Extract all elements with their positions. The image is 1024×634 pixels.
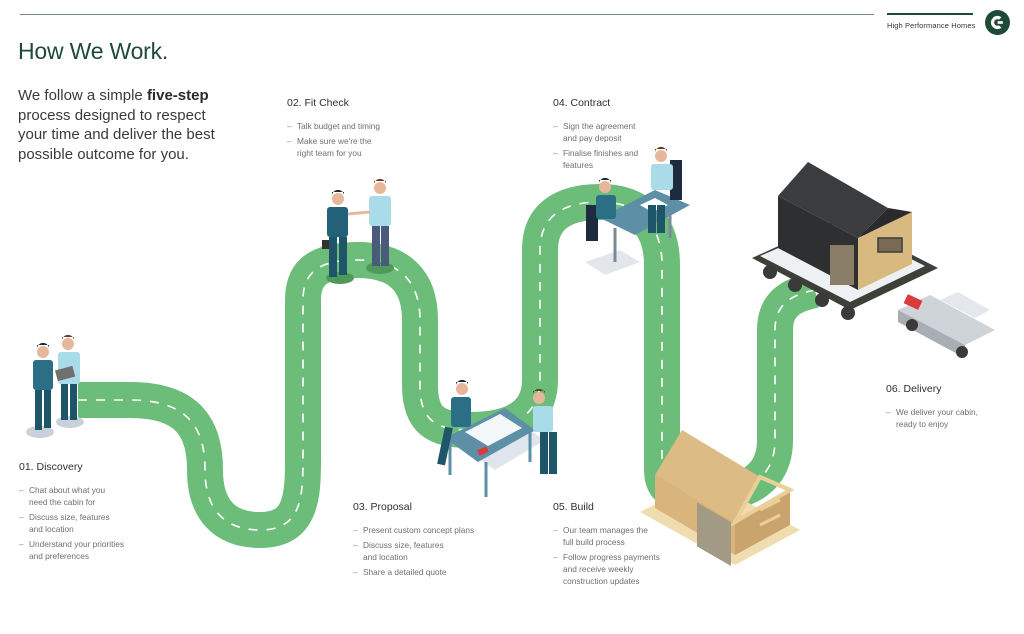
intro-pre: We follow a simple xyxy=(18,87,147,104)
step-bullet: We deliver your cabin, ready to enjoy xyxy=(886,406,988,430)
step-bullets: Present custom concept plans Discuss siz… xyxy=(353,524,503,578)
step-bullet: Chat about what you need the cabin for xyxy=(19,484,119,508)
step-title: 02. Fit Check xyxy=(287,97,349,109)
step-title: 05. Build xyxy=(553,501,594,513)
illustration-fit-check xyxy=(322,178,394,284)
step-title: 03. Proposal xyxy=(353,501,412,513)
header-divider xyxy=(20,14,874,15)
step-bullet: Discuss size, features and location xyxy=(353,539,453,563)
step-build: 05. Build Our team manages the full buil… xyxy=(553,501,673,590)
step-bullet: Understand your priorities and preferenc… xyxy=(19,538,139,562)
step-bullet: Discuss size, features and location xyxy=(19,511,119,535)
illustration-contract xyxy=(585,146,690,275)
step-bullet: Our team manages the full build process xyxy=(553,524,648,548)
step-bullet: Share a detailed quote xyxy=(353,566,503,578)
intro-post: process designed to respect your time an… xyxy=(18,106,215,163)
step-bullet: Talk budget and timing xyxy=(287,120,427,132)
step-bullet: Sign the agreement and pay deposit xyxy=(553,120,643,144)
c-logo-icon[interactable] xyxy=(985,10,1010,35)
step-bullet: Make sure we're the right team for you xyxy=(287,135,377,159)
step-bullet: Follow progress payments and receive wee… xyxy=(553,551,663,587)
step-fit-check: 02. Fit Check Talk budget and timing Mak… xyxy=(287,97,427,162)
illustration-delivery xyxy=(752,162,995,358)
step-bullets: Talk budget and timing Make sure we're t… xyxy=(287,120,427,159)
page-title: How We Work. xyxy=(18,38,169,64)
step-bullet: Finalise finishes and features xyxy=(553,147,643,171)
brand-name: High Performance Homes xyxy=(887,21,976,30)
step-contract: 04. Contract Sign the agreement and pay … xyxy=(553,97,653,174)
step-bullet: Present custom concept plans xyxy=(353,524,503,536)
step-title: 04. Contract xyxy=(553,97,611,109)
step-title: 01. Discovery xyxy=(19,461,83,473)
step-bullets: Sign the agreement and pay deposit Final… xyxy=(553,120,653,171)
illustration-proposal xyxy=(437,379,557,497)
illustration-build xyxy=(640,430,800,567)
step-bullets: Chat about what you need the cabin for D… xyxy=(19,484,159,562)
brand-accent-line xyxy=(887,13,973,15)
step-delivery: 06. Delivery We deliver your cabin, read… xyxy=(886,383,996,433)
step-proposal: 03. Proposal Present custom concept plan… xyxy=(353,501,503,581)
step-bullets: We deliver your cabin, ready to enjoy xyxy=(886,406,996,430)
step-title: 06. Delivery xyxy=(886,383,942,395)
step-bullets: Our team manages the full build process … xyxy=(553,524,673,587)
step-discovery: 01. Discovery Chat about what you need t… xyxy=(19,461,159,565)
illustration-discovery xyxy=(26,334,84,438)
intro-bold: five-step xyxy=(146,87,209,104)
intro-text: We follow a simple five-step process des… xyxy=(18,86,238,164)
